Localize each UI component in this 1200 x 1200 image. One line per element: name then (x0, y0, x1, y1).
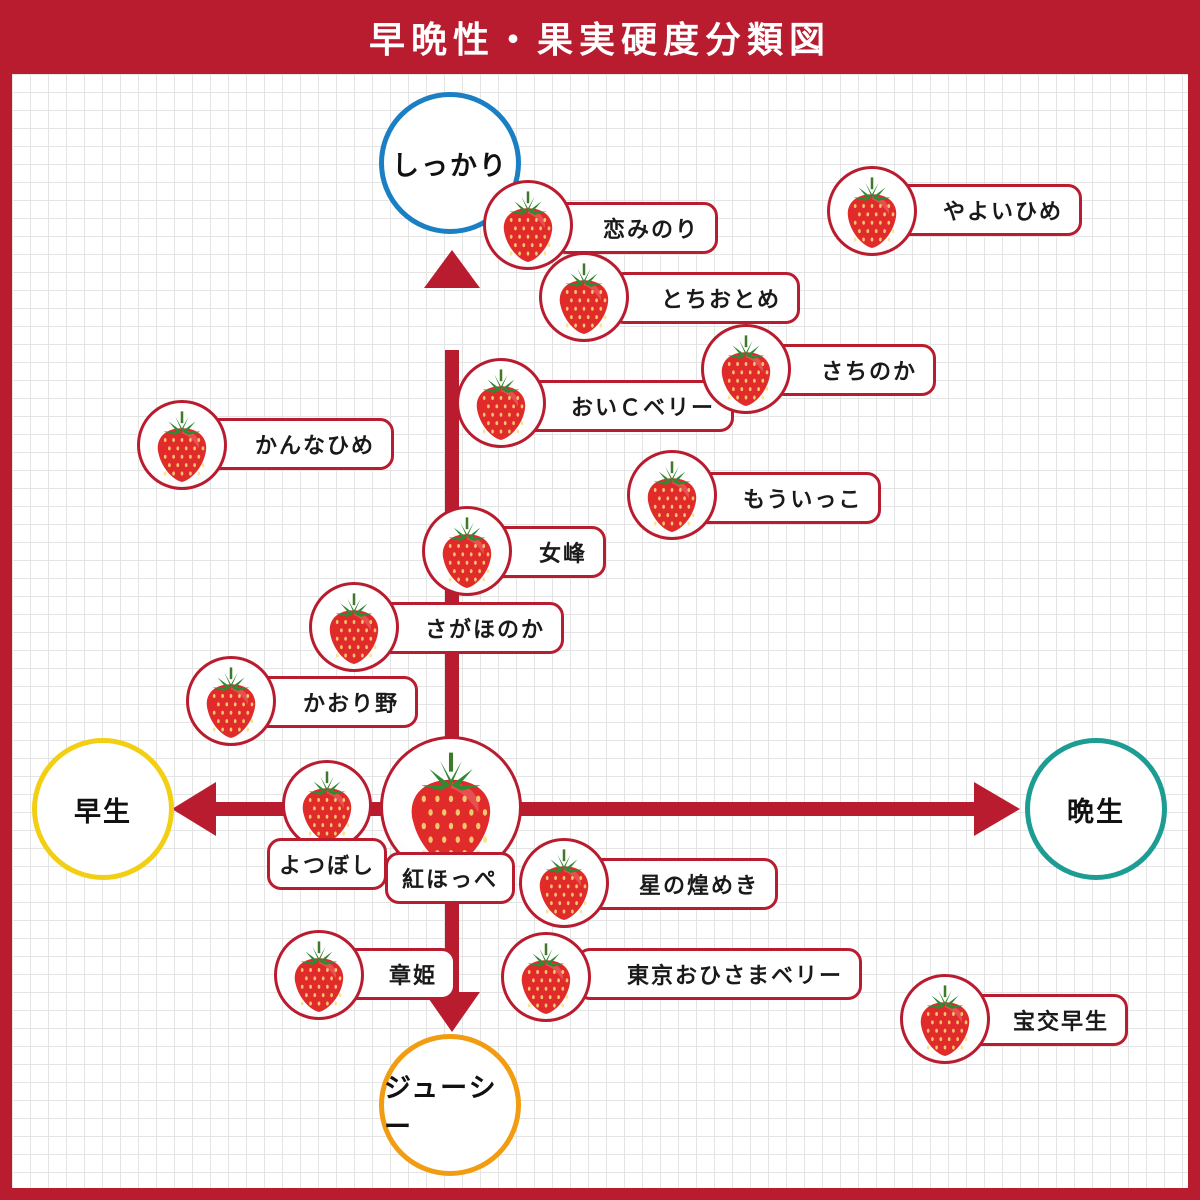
arrow-right-icon (974, 782, 1020, 836)
arrow-down-icon (424, 992, 480, 1032)
axis-bottom-circle: ジューシー (379, 1034, 521, 1176)
strawberry-icon (483, 180, 573, 270)
strawberry-icon (309, 582, 399, 672)
strawberry-icon (422, 506, 512, 596)
label-tokyoohisama: 東京おひさまベリー (576, 948, 863, 1000)
strawberry-icon (186, 656, 276, 746)
label-mouikko: もういっこ (692, 472, 882, 524)
strawberry-icon (701, 324, 791, 414)
label-yayoihime: やよいひめ (892, 184, 1083, 236)
strawberry-icon (456, 358, 546, 448)
label-oishiberry: おいＣベリー (520, 380, 735, 432)
axis-right-circle: 晩生 (1025, 738, 1167, 880)
strawberry-icon (539, 252, 629, 342)
label-sachinoka: さちのか (770, 344, 937, 396)
page-title: 早晩性・果実硬度分類図 (0, 0, 1200, 74)
label-benihoppe: 紅ほっぺ (385, 852, 515, 904)
axis-left-circle: 早生 (32, 738, 174, 880)
strawberry-icon (827, 166, 917, 256)
label-koimi: 恋みのり (552, 202, 719, 254)
strawberry-icon (627, 450, 717, 540)
strawberry-icon (519, 838, 609, 928)
label-tochiotome: とちおとめ (610, 272, 801, 324)
label-hoshinokirameki: 星の煌めき (588, 858, 779, 910)
chart-panel: しっかり ジューシー 早生 晩生 恋みのり とちおとめ やよいひめ さちのか お… (12, 74, 1188, 1188)
strawberry-icon (274, 930, 364, 1020)
strawberry-icon (282, 760, 372, 850)
label-kannahime: かんなひめ (204, 418, 395, 470)
arrow-up-icon (424, 250, 480, 288)
arrow-left-icon (172, 782, 216, 836)
label-yotsuboshi: よつぼし (267, 838, 387, 890)
strawberry-icon (501, 932, 591, 1022)
strawberry-icon (900, 974, 990, 1064)
label-sagahonoka: さがほのか (374, 602, 565, 654)
strawberry-icon (137, 400, 227, 490)
label-kaorino: かおり野 (252, 676, 419, 728)
